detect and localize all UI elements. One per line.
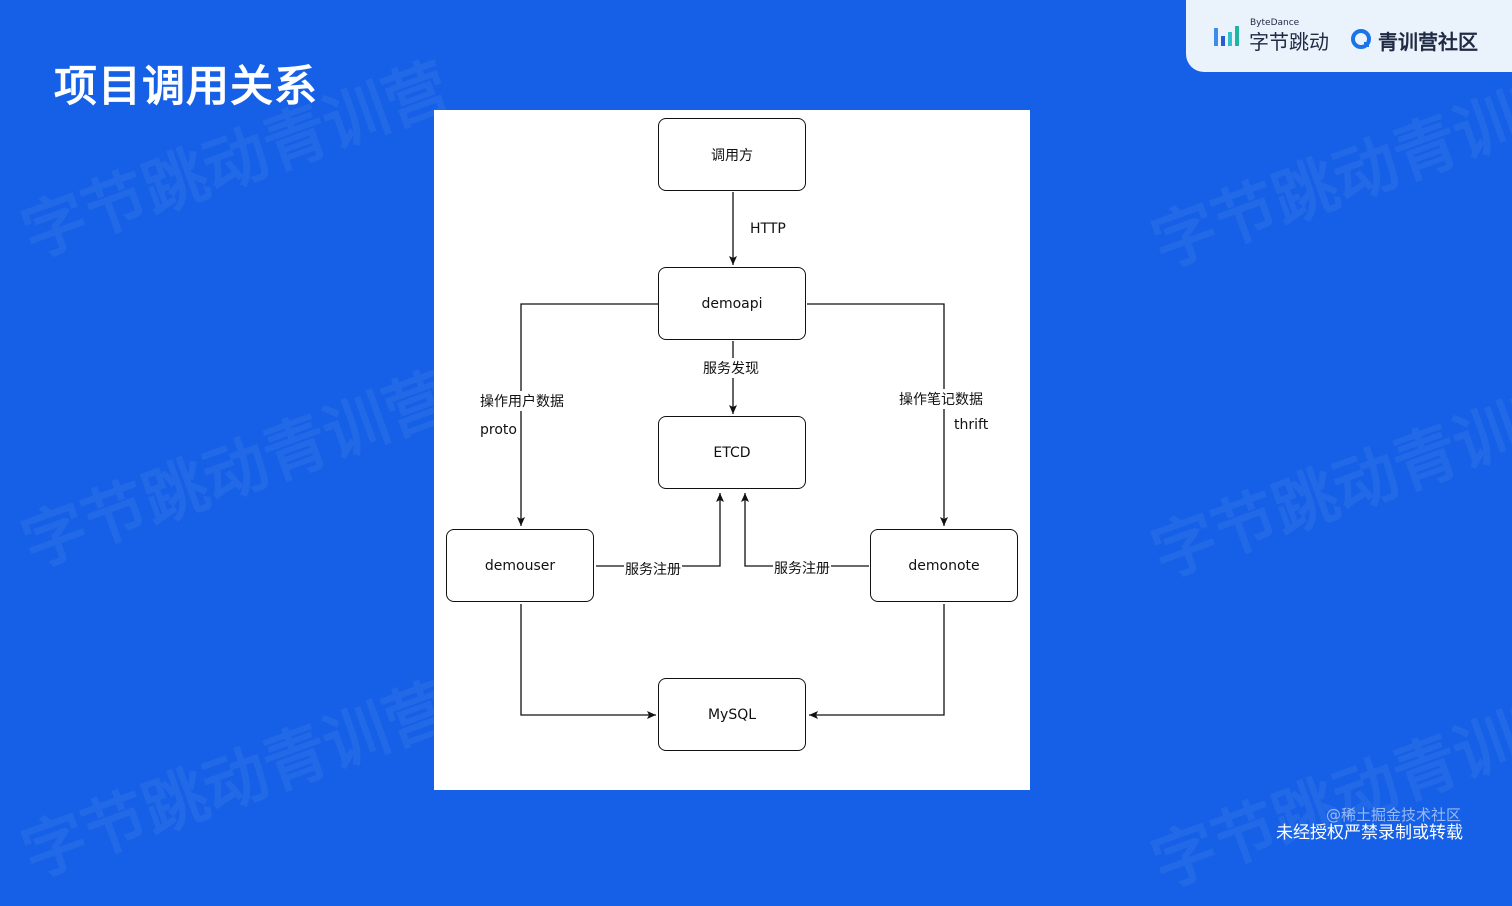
architecture-diagram: 调用方 demoapi ETCD demouser demonote MySQL… bbox=[434, 110, 1030, 790]
node-caller: 调用方 bbox=[658, 118, 806, 191]
node-demouser: demouser bbox=[446, 529, 594, 602]
footer-credit: @稀土掘金技术社区 bbox=[1326, 806, 1462, 824]
bytedance-cn-wordmark: 字节跳动 bbox=[1249, 30, 1329, 54]
qingxun-wordmark: 青训营社区 bbox=[1378, 30, 1478, 54]
node-demonote: demonote bbox=[870, 529, 1018, 602]
slide-title: 项目调用关系 bbox=[54, 62, 318, 112]
watermark: 字节跳动青训营 bbox=[1142, 680, 1512, 904]
edge-demoapi-to-demouser bbox=[517, 303, 658, 526]
label-note-register: 服务注册 bbox=[773, 558, 831, 578]
bytedance-wordmark: ByteDance bbox=[1250, 18, 1300, 28]
label-user-register: 服务注册 bbox=[624, 559, 682, 579]
logo-bar: ByteDance 字节跳动 青训营社区 bbox=[1186, 0, 1512, 72]
label-service-discovery: 服务发现 bbox=[702, 358, 760, 378]
node-mysql: MySQL bbox=[658, 678, 806, 751]
watermark: 字节跳动青训营 bbox=[12, 670, 460, 894]
edge-demouser-to-etcd bbox=[596, 493, 724, 567]
label-note-data: 操作笔记数据 bbox=[898, 389, 984, 409]
label-http: HTTP bbox=[750, 221, 786, 237]
footer-notice: 未经授权严禁录制或转载 bbox=[1276, 823, 1463, 843]
node-etcd: ETCD bbox=[658, 416, 806, 489]
watermark: 字节跳动青训营 bbox=[1142, 60, 1512, 284]
node-demoapi: demoapi bbox=[658, 267, 806, 340]
qingxun-icon bbox=[1351, 29, 1371, 49]
edge-demonote-to-etcd bbox=[741, 493, 869, 567]
label-user-data: 操作用户数据 bbox=[479, 391, 565, 411]
edge-demouser-to-mysql bbox=[520, 604, 656, 719]
label-thrift: thrift bbox=[954, 417, 989, 433]
edge-demoapi-to-demonote bbox=[807, 303, 948, 526]
edge-demonote-to-mysql bbox=[809, 604, 945, 719]
label-proto: proto bbox=[480, 422, 517, 438]
bytedance-bars-icon bbox=[1214, 26, 1239, 46]
watermark: 字节跳动青训营 bbox=[1142, 370, 1512, 594]
watermark: 字节跳动青训营 bbox=[12, 360, 460, 584]
